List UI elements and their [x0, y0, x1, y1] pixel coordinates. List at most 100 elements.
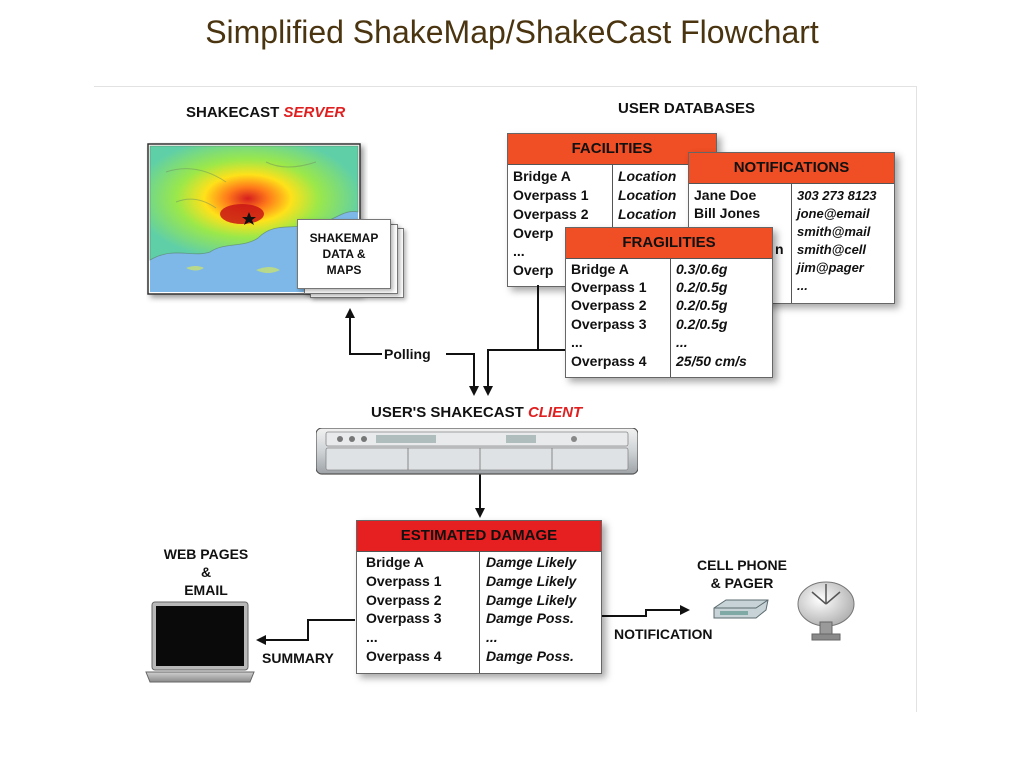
client-label: USER'S SHAKECAST CLIENT [371, 404, 582, 421]
web-line-1: WEB PAGES [163, 546, 249, 562]
table-row: Bridge A 0.3/0.6g [566, 260, 772, 279]
table-row: ...... [566, 333, 772, 352]
damage-facility: Overpass 3 [366, 610, 442, 626]
contact-address: smith@mail [797, 224, 871, 239]
fragility-name: ... [571, 334, 583, 350]
laptop-icon [145, 601, 255, 683]
contact-name: Jane Doe [694, 187, 757, 203]
facility-location: Location [618, 187, 677, 203]
table-row: Overpass 1 0.2/0.5g [566, 278, 772, 297]
fragilities-table: FRAGILITIES Bridge A 0.3/0.6g Overpass 1 0… [565, 227, 773, 378]
fragility-value: ... [676, 334, 688, 350]
table-row: ... [689, 276, 894, 295]
maps-line-2: DATA & [322, 247, 366, 261]
contact-name: Bill Jones [694, 205, 761, 221]
damage-facility: Overpass 2 [366, 592, 442, 608]
fragility-name: Overpass 1 [571, 279, 647, 295]
table-row: Overpass 2 Location [508, 205, 716, 224]
fragilities-divider [670, 259, 671, 377]
contact-address: ... [797, 278, 808, 293]
fragility-name: Overpass 3 [571, 316, 647, 332]
damage-facility: Overpass 4 [366, 648, 442, 664]
server-rack-icon [316, 428, 638, 475]
client-label-red: CLIENT [527, 404, 583, 421]
fragility-name: Bridge A [571, 261, 629, 277]
frame-right-line [916, 86, 917, 712]
pager-icon [713, 599, 769, 619]
contact-name: n [775, 241, 784, 257]
table-row: Overp [508, 261, 716, 280]
maps-line-1: SHAKEMAP [309, 231, 379, 245]
cell-phone-label: CELL PHONE & PAGER [676, 556, 808, 592]
table-row: Bill Jones jone@email [689, 204, 894, 223]
client-label-text: USER'S SHAKECAST [371, 404, 524, 421]
contact-address: jim@pager [797, 260, 864, 275]
facilities-divider [612, 165, 613, 286]
table-row: jim@pager [689, 258, 894, 277]
notification-label: NOTIFICATION [614, 626, 713, 642]
page-title: Simplified ShakeMap/ShakeCast Flowchart [205, 14, 819, 50]
web-line-2: & [200, 564, 212, 580]
table-row: Overpass 2 Damge Likely [357, 591, 601, 610]
fragility-value: 0.3/0.6g [676, 261, 728, 277]
fragility-value: 25/50 cm/s [676, 353, 747, 369]
facility-name: Bridge A [513, 168, 571, 184]
damage-level: Damge Likely [486, 573, 577, 589]
estimated-damage-table: ESTIMATED DAMAGE Bridge A Damge Likely Ov… [356, 520, 602, 674]
fragility-name: Overpass 4 [571, 353, 647, 369]
contact-address: 303 273 8123 [797, 188, 877, 203]
table-row: Overpass 3 Damge Poss. [357, 609, 601, 628]
table-row: Overpass 1 Location [508, 186, 716, 205]
fragilities-header: FRAGILITIES [566, 228, 772, 259]
facility-location: Location [618, 168, 677, 184]
maps-card-text: SHAKEMAP DATA & MAPS [298, 220, 390, 278]
table-row: Bridge A Location [508, 167, 716, 186]
table-row: Jane Doe 303 273 8123 [689, 186, 894, 205]
server-label-text: SHAKECAST [186, 104, 280, 121]
cell-line-1: CELL PHONE [697, 557, 787, 573]
damage-header: ESTIMATED DAMAGE [357, 521, 601, 552]
satellite-dish-icon [797, 581, 855, 641]
table-row: Overpass 3 0.2/0.5g [566, 315, 772, 334]
table-row: Bridge A Damge Likely [357, 553, 601, 572]
damage-level: Damge Likely [486, 592, 577, 608]
summary-label: SUMMARY [262, 650, 334, 666]
table-row: Overpass 1 Damge Likely [357, 572, 601, 591]
damage-facility: ... [366, 629, 378, 645]
notifications-divider [791, 184, 792, 303]
facility-name: ... [513, 243, 525, 259]
web-pages-label: WEB PAGES & EMAIL [150, 545, 262, 599]
damage-level: Damge Poss. [486, 610, 574, 626]
maps-card: SHAKEMAP DATA & MAPS [297, 219, 391, 289]
table-row: smith@mail [689, 222, 894, 241]
frame-top-line [94, 86, 916, 87]
user-databases-label: USER DATABASES [618, 100, 755, 117]
table-row: Overp [508, 224, 716, 243]
facility-name: Overpass 1 [513, 187, 589, 203]
maps-line-3: MAPS [326, 263, 362, 277]
facilities-header: FACILITIES [508, 134, 716, 165]
damage-facility: Bridge A [366, 554, 424, 570]
cell-line-2: & PAGER [710, 575, 774, 591]
table-row: ...... [357, 628, 601, 647]
server-label: SHAKECAST SERVER [186, 104, 345, 121]
fragility-name: Overpass 2 [571, 297, 647, 313]
web-line-3: EMAIL [184, 582, 228, 598]
contact-address: jone@email [797, 206, 870, 221]
table-row: ... [508, 242, 716, 261]
server-label-red: SERVER [283, 104, 346, 121]
fragility-value: 0.2/0.5g [676, 316, 728, 332]
damage-facility: Overpass 1 [366, 573, 442, 589]
notifications-header: NOTIFICATIONS [689, 153, 894, 184]
damage-divider [479, 552, 480, 673]
fragility-value: 0.2/0.5g [676, 279, 728, 295]
damage-level: Damge Likely [486, 554, 577, 570]
polling-label: Polling [384, 346, 431, 362]
facility-name: Overp [513, 225, 554, 241]
facility-location: Location [618, 206, 677, 222]
facility-name: Overpass 2 [513, 206, 589, 222]
